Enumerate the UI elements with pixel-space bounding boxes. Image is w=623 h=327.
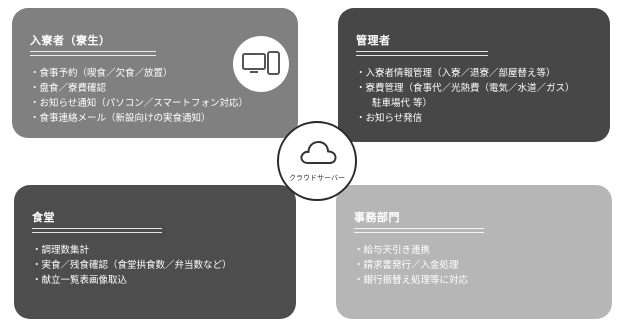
list-item: ・給与天引き連携 — [354, 245, 431, 256]
resident-feature-list: ・食事予約（喫食／欠食／放置） ・盘食／寮費確認 ・お知らせ通知（パソコン／スマ… — [30, 66, 248, 126]
list-item: ・お知らせ通知（パソコン／スマートフォン対応） — [30, 98, 249, 109]
title-underline — [354, 228, 484, 229]
list-item: 駐車場代 等） — [372, 98, 433, 109]
title-underline — [32, 228, 162, 229]
title-underline — [354, 232, 484, 233]
title-underline — [30, 51, 156, 52]
title-underline — [356, 51, 488, 52]
list-item: ・実食／残食確認（食堂拱食数／弁当数など） — [32, 260, 232, 271]
office-panel: 事務部門 ・給与天引き連携 ・請求書発行／入金処理 ・銀行振替え処理等に対応 — [336, 185, 612, 319]
list-item: ・お知らせ発信 — [356, 113, 423, 124]
manager-panel: 管理者 ・入寮者情報管理（入寮／退寮／部屋替え等） ・寮費管理（食事代／光熱費（… — [338, 8, 610, 142]
cafeteria-panel-title: 食堂 — [32, 211, 55, 224]
manager-feature-list: ・入寮者情報管理（入寮／退寮／部屋替え等） ・寮費管理（食事代／光熱費（電気／水… — [356, 66, 575, 126]
list-item: ・盘食／寮費確認 — [30, 83, 107, 94]
manager-panel-title: 管理者 — [356, 34, 391, 47]
devices-badge — [233, 36, 289, 92]
list-item: ・請求書発行／入金処理 — [354, 260, 459, 271]
list-item: ・入寮者情報管理（入寮／退寮／部屋替え等） — [356, 68, 556, 79]
cafeteria-panel: 食堂 ・調理数集計 ・実食／残食確認（食堂拱食数／弁当数など） ・献立一覧表画像… — [14, 185, 296, 319]
cloud-server-label: クラウドサーバー — [289, 174, 345, 182]
title-underline — [32, 232, 162, 233]
title-underline — [356, 55, 488, 56]
cloud-icon — [300, 141, 337, 164]
resident-panel: 入寮者（寮生） ・食事予約（喫食／欠食／放置） ・盘食／寮費確認 ・お知らせ通知… — [12, 8, 298, 138]
resident-panel-title: 入寮者（寮生） — [30, 34, 111, 47]
list-item: ・銀行振替え処理等に対応 — [354, 275, 469, 286]
cafeteria-feature-list: ・調理数集計 ・実食／残食確認（食堂拱食数／弁当数など） ・献立一覧表画像取込 — [32, 243, 232, 288]
list-item: ・献立一覧表画像取込 — [32, 275, 128, 286]
cloud-server-badge: クラウドサーバー — [277, 121, 357, 201]
list-item: ・食事連絡メール（新設向けの実食通知） — [30, 113, 211, 124]
office-panel-title: 事務部門 — [354, 211, 400, 224]
list-item: ・調理数集計 — [32, 245, 90, 256]
office-feature-list: ・給与天引き連携 ・請求書発行／入金処理 ・銀行振替え処理等に対応 — [354, 243, 468, 288]
list-item: ・食事予約（喫食／欠食／放置） — [30, 68, 173, 79]
devices-icon — [242, 51, 280, 75]
list-item: ・寮費管理（食事代／光熱費（電気／水道／ガス） — [356, 83, 575, 94]
title-underline — [30, 55, 156, 56]
